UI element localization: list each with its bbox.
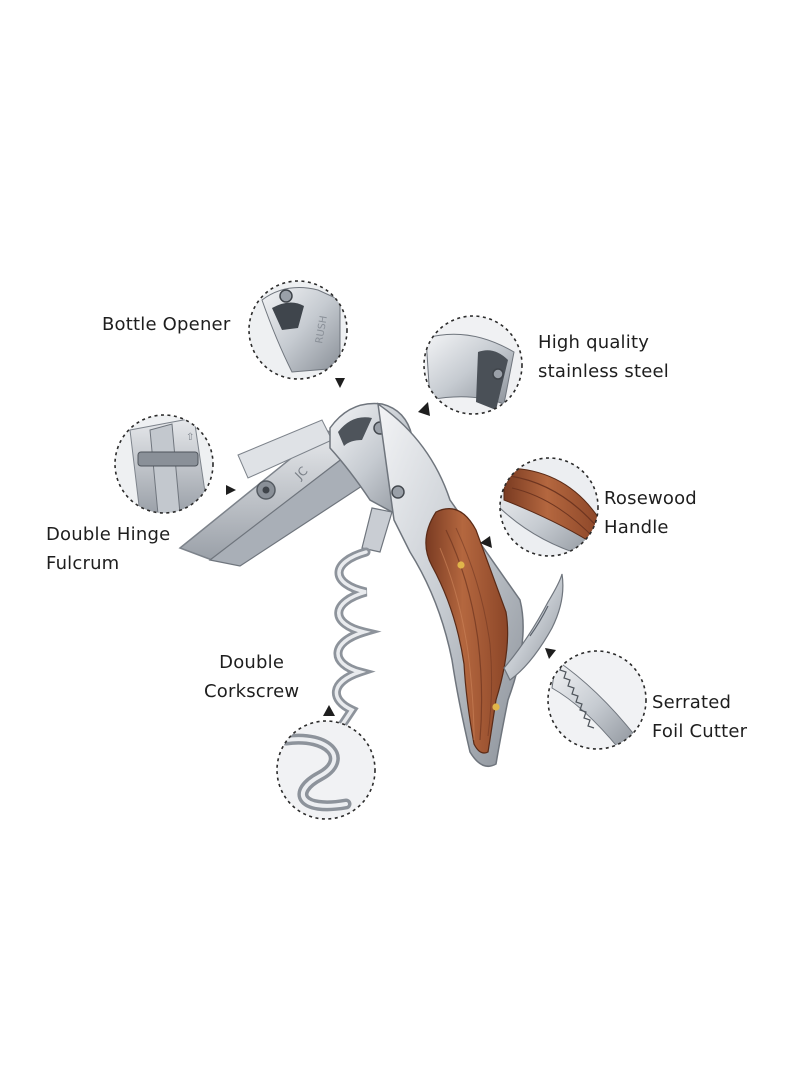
rosewood-handle: [377, 402, 524, 767]
label-line: Handle: [604, 517, 669, 538]
label-bottle-opener: Bottle Opener: [102, 310, 230, 339]
callout-double-corkscrew: [276, 705, 376, 820]
label-line: Double: [219, 652, 285, 673]
callout-double-hinge: ⇧: [114, 414, 236, 514]
svg-text:RUSH: RUSH: [314, 315, 330, 345]
foil-cutter-blade: [503, 573, 564, 681]
pointer-arrow: [226, 485, 236, 495]
callout-circle: [423, 315, 523, 415]
label-stainless-steel: High quality stainless steel: [538, 328, 669, 386]
label-line: stainless steel: [538, 361, 670, 382]
callout-stainless-steel: [418, 315, 523, 416]
callout-circle: [547, 650, 647, 750]
pointer-arrow: [545, 648, 556, 659]
label-line: High quality: [538, 332, 650, 353]
label-line: Bottle Opener: [102, 314, 231, 335]
waiters-corkscrew: JC: [178, 402, 564, 767]
callout-circle: [114, 414, 214, 514]
svg-text:⇧: ⇧: [186, 432, 194, 443]
corkscrew-worm: [331, 507, 393, 733]
callout-circle: [248, 280, 348, 380]
callout-circle: [499, 457, 599, 557]
callout-circle: [276, 720, 376, 820]
label-foil-cutter: Serrated Foil Cutter: [652, 688, 747, 746]
pointer-arrow: [335, 378, 345, 388]
pointer-arrow: [418, 402, 430, 416]
label-rosewood-handle: Rosewood Handle: [604, 484, 697, 542]
callout-bottle-opener: RUSH: [248, 280, 348, 388]
pointer-arrow: [480, 536, 492, 548]
label-line: Foil Cutter: [652, 721, 748, 742]
label-double-corkscrew: Double Corkscrew: [204, 648, 299, 706]
callout-rosewood-handle: [480, 457, 599, 557]
callout-foil-cutter: [545, 648, 647, 750]
label-double-hinge: Double Hinge Fulcrum: [46, 520, 170, 578]
label-line: Rosewood: [604, 488, 697, 509]
label-line: Double Hinge: [46, 524, 171, 545]
label-line: Serrated: [652, 692, 732, 713]
pointer-arrow: [323, 705, 335, 716]
double-hinge-lever: JC: [178, 419, 363, 567]
label-line: Fulcrum: [46, 553, 120, 574]
label-line: Corkscrew: [204, 681, 300, 702]
